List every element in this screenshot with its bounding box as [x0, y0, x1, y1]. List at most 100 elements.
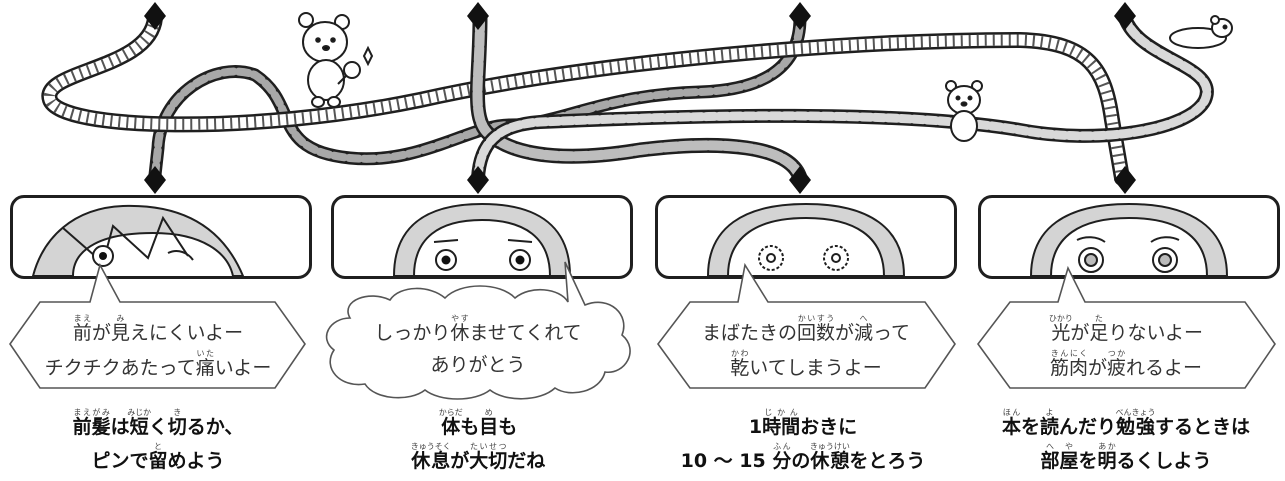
speech-bubble-2	[325, 261, 631, 400]
text-segment: は	[110, 416, 130, 438]
bubble-text-1: 前まえが見みえにくいよーチクチクあたって痛いたいよー	[8, 314, 308, 384]
speech-bubble-4	[977, 265, 1276, 389]
text-segment: おきに	[800, 416, 858, 438]
text-segment: だね	[507, 450, 546, 472]
lying-bear-illustration	[1169, 15, 1233, 49]
face-panel-2	[331, 195, 633, 279]
caption-1: 前髪まえがみは短みじかく切きるか、ピンで留とめよう	[0, 408, 318, 476]
text-segment: んだり	[1058, 416, 1116, 438]
text-line: まばたきの回数かいすうが減へって	[656, 314, 956, 349]
tired-face-illustration	[1029, 202, 1229, 276]
speech-bubble-1	[9, 262, 306, 389]
face-panel-3	[655, 195, 957, 279]
text-segment: く	[148, 416, 168, 438]
text-line: 光ひかりが足たりないよー	[976, 314, 1276, 349]
bear-with-magnifier-illustration	[298, 12, 374, 108]
ruby-word: 切き	[167, 408, 187, 438]
caption-2: 体からだも目めも休息きゅうそくが大切たいせつだね	[318, 408, 638, 476]
dashed-cord-fill	[151, 14, 804, 179]
text-segment: ピンで	[91, 450, 149, 472]
face-panel-1	[10, 195, 312, 279]
caption-4: 本ほんを読よんだり勉強べんきょうするときは部屋へやを明あかるくしよう	[966, 408, 1285, 476]
ruby-word: 体からだ	[438, 408, 463, 438]
text-segment: をとろう	[849, 450, 926, 472]
ruby-word: 目め	[479, 408, 499, 438]
ruby-word: 本ほん	[1001, 408, 1021, 438]
ruby-word: 大切たいせつ	[469, 442, 508, 472]
text-line: ピンで留とめよう	[0, 442, 318, 476]
ruby-word: 回数かいすう	[796, 314, 835, 344]
ruby-word: 減へ	[853, 314, 873, 344]
text-segment: が	[1087, 357, 1107, 379]
text-segment: りないよー	[1108, 322, 1204, 344]
text-line: 休息きゅうそくが大切たいせつだね	[318, 442, 638, 476]
text-segment: が	[450, 450, 470, 472]
text-segment: るか、	[186, 416, 244, 438]
ruby-word: 疲つか	[1107, 349, 1127, 379]
text-segment: が	[91, 322, 111, 344]
text-segment: いよー	[214, 357, 272, 379]
text-segment: ありがとう	[430, 354, 526, 376]
text-segment: も	[460, 416, 480, 438]
ruby-word: 休やす	[450, 314, 470, 344]
text-line: 体からだも目めも	[318, 408, 638, 442]
text-segment: まばたきの	[701, 322, 797, 344]
text-segment: めよう	[167, 450, 225, 472]
bubble-text-4: 光ひかりが足たりないよー筋肉きんにくが疲つかれるよー	[976, 314, 1276, 384]
text-segment: るくしよう	[1116, 450, 1212, 472]
text-segment: ませてくれて	[469, 322, 582, 344]
text-segment: も	[498, 416, 518, 438]
text-segment: って	[873, 322, 911, 344]
text-line: 部屋へやを明あかるくしよう	[966, 442, 1285, 476]
text-segment: が	[834, 322, 854, 344]
diamond-markers-bottom	[144, 166, 1136, 194]
text-segment: を	[1020, 416, 1040, 438]
ruby-word: 休憩きゅうけい	[809, 442, 850, 472]
face-panel-4	[978, 195, 1280, 279]
text-line: 1時間じかんおきに	[643, 408, 963, 442]
ruby-word: 痛いた	[195, 349, 215, 379]
ruby-word: 留と	[148, 442, 168, 472]
text-segment: いてしまうよー	[749, 357, 882, 379]
text-segment: が	[1070, 322, 1090, 344]
happy-face-illustration	[392, 202, 572, 276]
text-line: 乾かわいてしまうよー	[656, 349, 956, 384]
text-line: チクチクあたって痛いたいよー	[8, 349, 308, 384]
ruby-word: 勉強べんきょう	[1115, 408, 1156, 438]
chain-fill	[473, 13, 1212, 183]
text-line: しっかり休やすませてくれて	[328, 314, 628, 349]
text-line: 本ほんを読よんだり勉強べんきょうするときは	[966, 408, 1285, 442]
text-line: 前まえが見みえにくいよー	[8, 314, 308, 349]
text-line: 筋肉きんにくが疲つかれるよー	[976, 349, 1276, 384]
text-segment: を	[1078, 450, 1098, 472]
text-segment: 1	[748, 416, 763, 438]
ruby-word: 前まえ	[72, 314, 92, 344]
text-segment: 10 ～ 15	[680, 450, 773, 472]
dry-eyes-face-illustration	[706, 202, 906, 276]
ruby-word: 見み	[110, 314, 130, 344]
ruby-word: 乾かわ	[730, 349, 750, 379]
ruby-word: 短みじか	[127, 408, 152, 438]
ruby-word: 光ひかり	[1048, 314, 1073, 344]
ruby-word: 前髪まえがみ	[72, 408, 111, 438]
twisted-rope-hatch	[44, 16, 1128, 179]
ruby-word: 休息きゅうそく	[410, 442, 451, 472]
ruby-word: 部屋へや	[1040, 442, 1079, 472]
speech-bubble-3	[657, 262, 956, 389]
braided-cord-fill	[472, 13, 805, 183]
text-line: ありがとう	[328, 349, 628, 381]
diamond-markers-top	[144, 2, 1136, 30]
text-segment: しっかり	[374, 322, 451, 344]
text-segment: れるよー	[1126, 357, 1203, 379]
bubble-text-3: まばたきの回数かいすうが減へって乾かわいてしまうよー	[656, 314, 956, 384]
ruby-word: 筋肉きんにく	[1049, 349, 1088, 379]
text-segment: の	[791, 450, 811, 472]
ruby-word: 時間じかん	[762, 408, 801, 438]
small-bear-illustration	[945, 80, 983, 142]
ruby-word: 明あか	[1097, 442, 1117, 472]
text-segment: チクチクあたって	[44, 357, 196, 379]
